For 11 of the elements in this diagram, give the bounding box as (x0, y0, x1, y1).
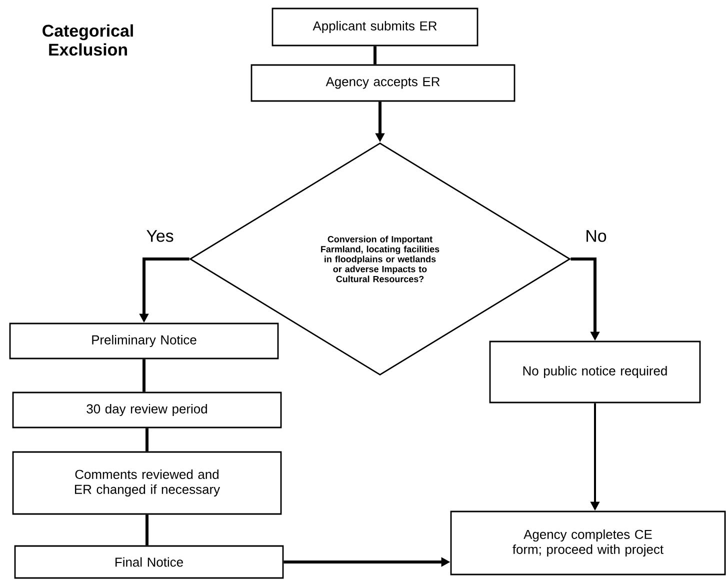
process-box: Preliminary Notice (9, 322, 279, 360)
edge-label: No (584, 229, 608, 243)
process-box: Agency accepts ER (250, 64, 516, 102)
edge-label: Yes (145, 229, 175, 243)
process-box: Applicant submits ER (272, 8, 478, 46)
process-box: Agency completes CE form; proceed with project (450, 510, 726, 576)
process-box: Comments reviewed and ER changed if necessary (12, 451, 282, 515)
process-box: No public notice required (489, 340, 701, 404)
process-box: 30 day review period (12, 392, 282, 428)
title: Categorical Exclusion (42, 24, 133, 56)
process-box: Final Notice (14, 545, 284, 579)
